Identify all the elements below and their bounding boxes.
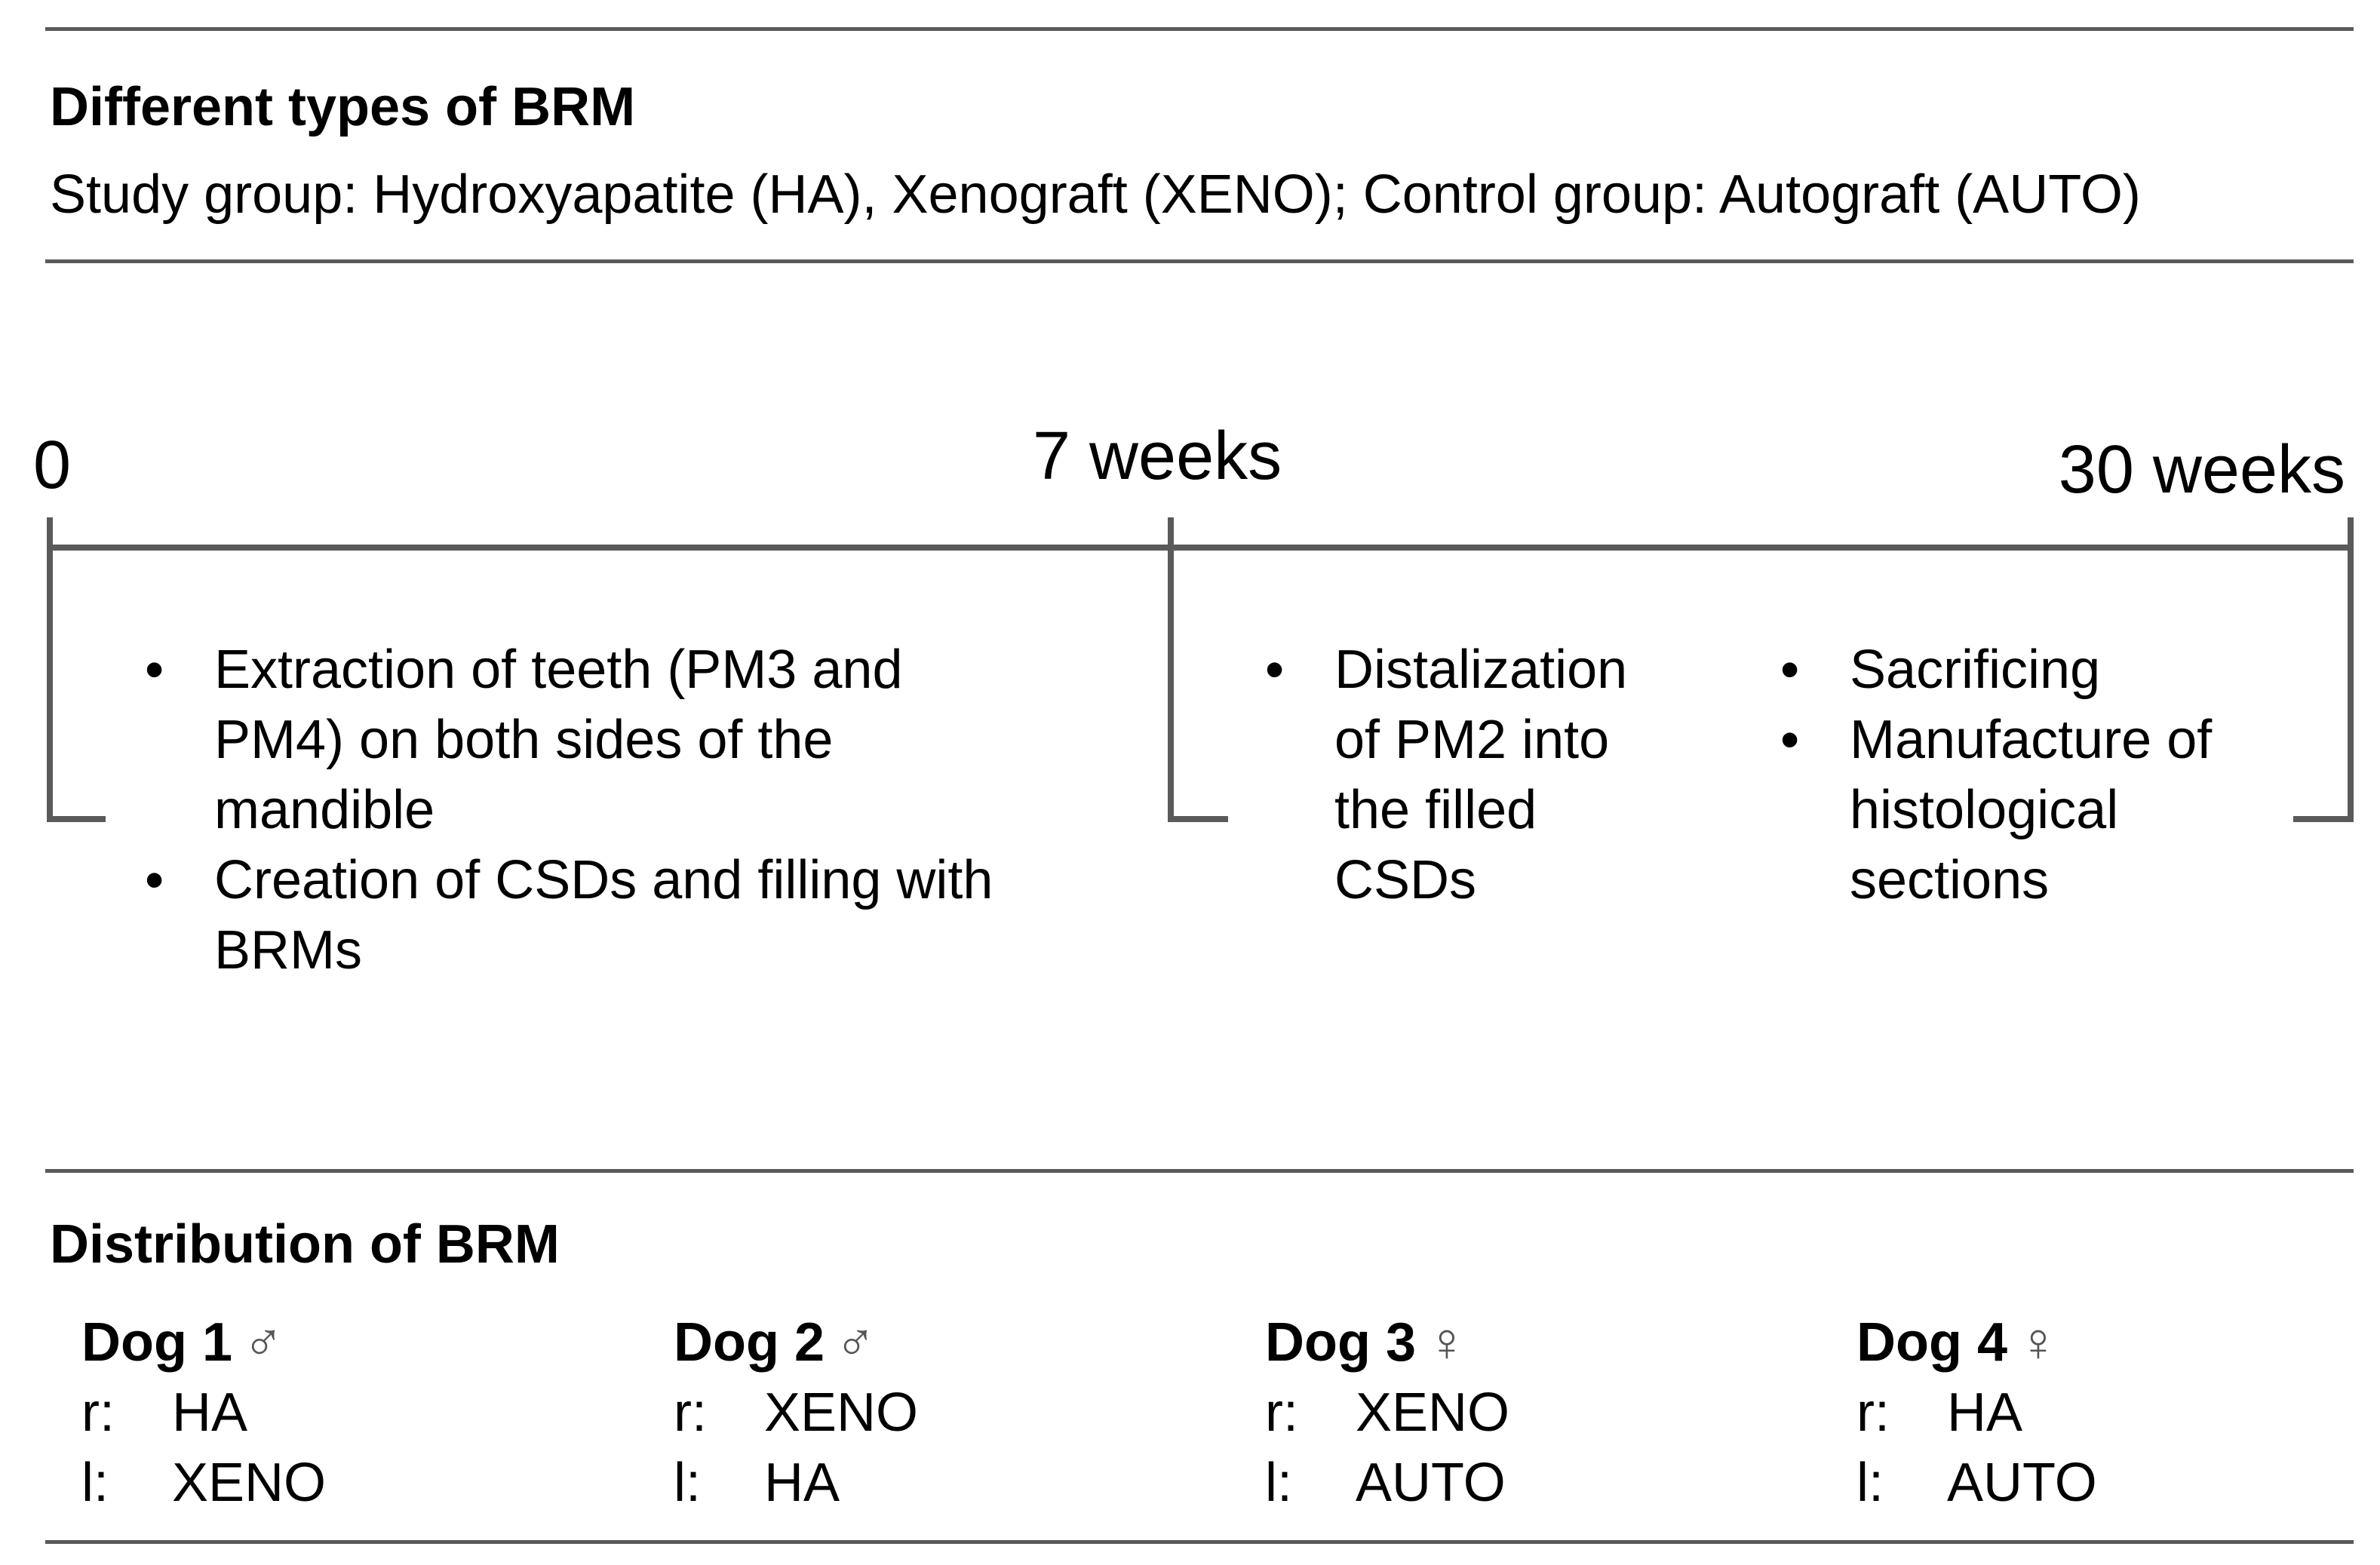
right-side-label: r: bbox=[674, 1382, 707, 1443]
timeline-marker-30-weeks: 30 weeks bbox=[2058, 432, 2345, 508]
dog-right-row: r: HA bbox=[81, 1378, 326, 1448]
brm-types-divider bbox=[45, 259, 2354, 263]
left-side-value: AUTO bbox=[1356, 1453, 1506, 1513]
dog-title: Dog 1♂ bbox=[81, 1308, 326, 1378]
phase2-activities-a: Distalization of PM2 into the filled CSD… bbox=[1265, 635, 1687, 916]
male-symbol-icon: ♂ bbox=[835, 1312, 877, 1373]
right-side-value: HA bbox=[1947, 1382, 2023, 1443]
phase2-activity: Manufacture of histological sections bbox=[1780, 705, 2308, 916]
male-symbol-icon: ♂ bbox=[243, 1312, 284, 1373]
dog-right-row: r: HA bbox=[1856, 1378, 2097, 1448]
brm-types-description: Study group: Hydroxyapatite (HA), Xenogr… bbox=[50, 164, 2141, 225]
right-side-value: HA bbox=[172, 1382, 248, 1443]
phase1-activities: Extraction of teeth (PM3 and PM4) on bot… bbox=[145, 635, 1012, 986]
timeline-marker-0: 0 bbox=[33, 428, 72, 503]
distribution-divider bbox=[45, 1169, 2354, 1173]
dog-left-row: l: XENO bbox=[81, 1448, 326, 1518]
phase2-activity: Distalization of PM2 into the filled CSD… bbox=[1265, 635, 1687, 916]
phase1-activity: Extraction of teeth (PM3 and PM4) on bot… bbox=[145, 635, 1012, 845]
left-side-value: XENO bbox=[172, 1453, 327, 1513]
dog-card-1: Dog 1♂ r: HA l: XENO bbox=[81, 1308, 326, 1518]
phase2-activity: Sacrificing bbox=[1780, 635, 2308, 705]
dog-name: Dog 3 bbox=[1265, 1312, 1417, 1373]
female-symbol-icon: ♀ bbox=[2018, 1312, 2059, 1373]
dog-name: Dog 4 bbox=[1856, 1312, 2008, 1373]
dog-title: Dog 4♀ bbox=[1856, 1308, 2097, 1378]
timeline-marker-7-weeks: 7 weeks bbox=[1033, 419, 1282, 494]
dog-card-4: Dog 4♀ r: HA l: AUTO bbox=[1856, 1308, 2097, 1518]
left-side-label: l: bbox=[1265, 1453, 1292, 1513]
phase1-activity: Creation of CSDs and filling with BRMs bbox=[145, 845, 1012, 986]
female-symbol-icon: ♀ bbox=[1426, 1312, 1468, 1373]
right-side-value: XENO bbox=[1356, 1382, 1510, 1443]
right-side-value: XENO bbox=[764, 1382, 919, 1443]
dog-left-row: l: HA bbox=[674, 1448, 918, 1518]
dog-title: Dog 2♂ bbox=[674, 1308, 918, 1378]
right-side-label: r: bbox=[1265, 1382, 1298, 1443]
top-divider bbox=[45, 27, 2354, 31]
dog-name: Dog 1 bbox=[81, 1312, 233, 1373]
dog-right-row: r: XENO bbox=[674, 1378, 918, 1448]
left-side-label: l: bbox=[674, 1453, 701, 1513]
dog-left-row: l: AUTO bbox=[1856, 1448, 2097, 1518]
dog-left-row: l: AUTO bbox=[1265, 1448, 1509, 1518]
distribution-heading: Distribution of BRM bbox=[50, 1214, 560, 1275]
right-side-label: r: bbox=[1856, 1382, 1890, 1443]
left-side-value: AUTO bbox=[1947, 1453, 2097, 1513]
left-side-label: l: bbox=[1856, 1453, 1884, 1513]
left-side-value: HA bbox=[764, 1453, 840, 1513]
dog-right-row: r: XENO bbox=[1265, 1378, 1509, 1448]
dog-card-3: Dog 3♀ r: XENO l: AUTO bbox=[1265, 1308, 1509, 1518]
dog-name: Dog 2 bbox=[674, 1312, 825, 1373]
phase2-activities-b: Sacrificing Manufacture of histological … bbox=[1780, 635, 2308, 916]
bottom-divider bbox=[45, 1540, 2354, 1544]
left-side-label: l: bbox=[81, 1453, 109, 1513]
dog-title: Dog 3♀ bbox=[1265, 1308, 1509, 1378]
dog-card-2: Dog 2♂ r: XENO l: HA bbox=[674, 1308, 918, 1518]
right-side-label: r: bbox=[81, 1382, 115, 1443]
brm-types-heading: Different types of BRM bbox=[50, 77, 636, 137]
